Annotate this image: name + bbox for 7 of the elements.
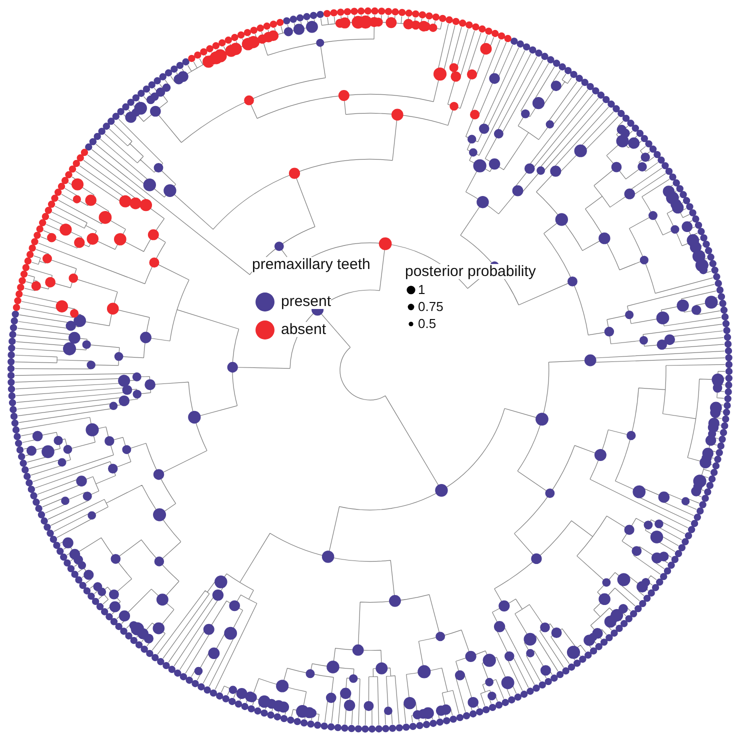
legend-label: 1 [418, 283, 426, 296]
legend-label: 0.5 [418, 317, 436, 330]
legend-title: premaxillary teeth [252, 257, 370, 272]
legend-title: posterior probability [405, 264, 536, 279]
legend-label: 0.75 [418, 300, 444, 313]
legend-label: present [281, 294, 332, 309]
legend-label: absent [281, 322, 326, 337]
